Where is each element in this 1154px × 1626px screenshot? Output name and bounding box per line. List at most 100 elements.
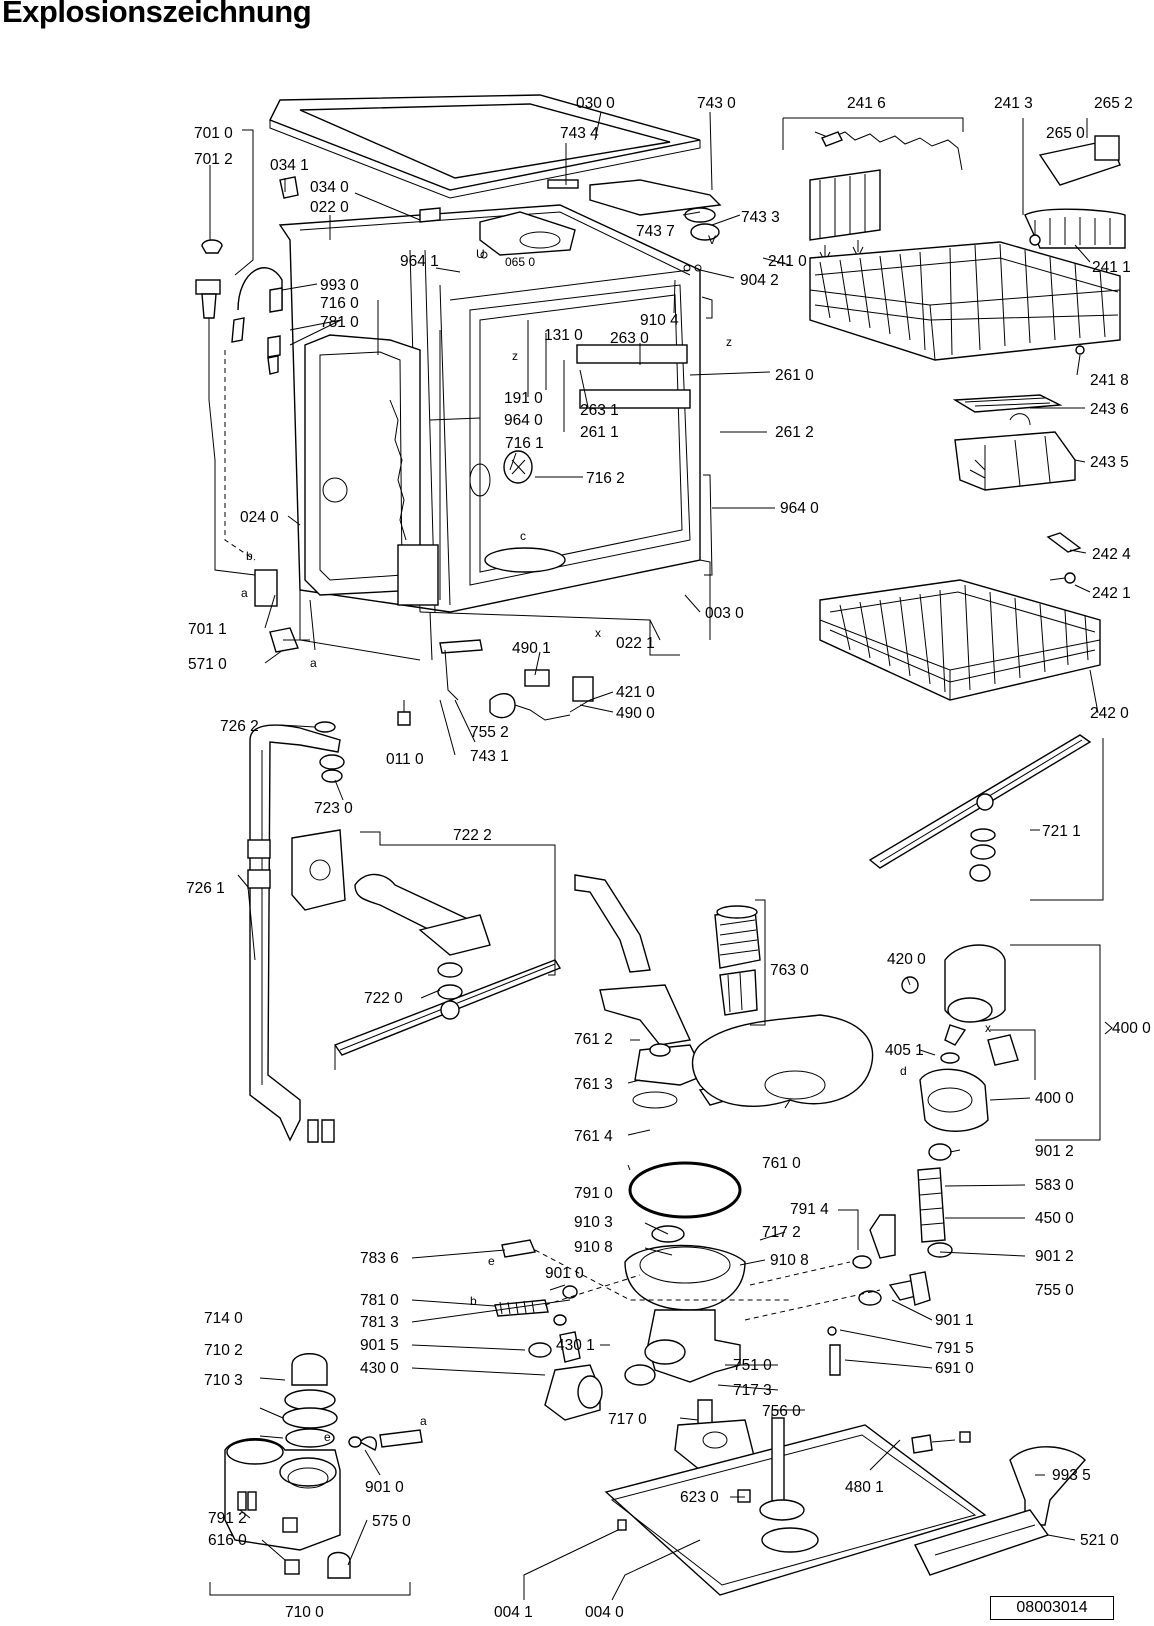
part-label-490-0: 490 0	[616, 705, 655, 722]
part-label-781-3: 781 3	[360, 1314, 399, 1331]
part-label-265-0: 265 0	[1046, 125, 1085, 142]
part-label-490-1: 490 1	[512, 640, 551, 657]
part-label-791-2: 791 2	[208, 1510, 247, 1527]
part-label-241-8: 241 8	[1090, 372, 1129, 389]
part-label-964-1: 964 1	[400, 253, 439, 270]
part-label-710-0: 710 0	[285, 1604, 324, 1621]
part-label-756-0: 756 0	[762, 1403, 801, 1420]
part-label-901-0-a: 901 0	[545, 1265, 584, 1282]
part-label-241-1: 241 1	[1092, 259, 1131, 276]
marker-e: e	[488, 1254, 495, 1268]
part-label-761-2: 761 2	[574, 1031, 613, 1048]
marker-b: b	[246, 549, 253, 563]
marker-a: a	[420, 1414, 427, 1428]
marker-a: a	[310, 656, 317, 670]
part-label-450-0: 450 0	[1035, 1210, 1074, 1227]
water-supply-tube-left	[247, 721, 345, 1143]
part-label-242-4: 242 4	[1092, 546, 1131, 563]
part-label-901-2-b: 901 2	[1035, 1248, 1074, 1265]
drain-pump-parts-bottom-cabinet	[397, 639, 594, 726]
lower-basket	[819, 532, 1101, 701]
part-label-717-2: 717 2	[762, 1224, 801, 1241]
part-label-430-1: 430 1	[556, 1337, 595, 1354]
part-label-743-4: 743 4	[560, 125, 599, 142]
part-label-004-1: 004 1	[494, 1604, 533, 1621]
part-label-743-0: 743 0	[697, 95, 736, 112]
part-label-003-0: 003 0	[705, 605, 744, 622]
basket-rail-right	[649, 296, 713, 656]
part-label-261-1: 261 1	[580, 424, 619, 441]
part-label-714-0: 714 0	[204, 1310, 243, 1327]
drain-pump	[494, 1239, 881, 1421]
part-label-783-6: 783 6	[360, 1250, 399, 1267]
part-label-743-1: 743 1	[470, 748, 509, 765]
part-label-241-3: 241 3	[994, 95, 1033, 112]
part-label-993-5: 993 5	[1052, 1467, 1091, 1484]
part-label-904-2: 904 2	[740, 272, 779, 289]
part-label-065-0: 065 0	[505, 255, 535, 269]
marker-x: x	[985, 1021, 991, 1035]
part-label-717-0: 717 0	[608, 1411, 647, 1428]
marker-x: x	[595, 626, 601, 640]
marker-z: z	[726, 335, 732, 349]
part-label-024-0: 024 0	[240, 509, 279, 526]
softener-unit	[209, 1353, 423, 1596]
part-label-743-7: 743 7	[636, 223, 675, 240]
part-label-726-1: 726 1	[186, 880, 225, 897]
part-label-261-0: 261 0	[775, 367, 814, 384]
part-label-421-0: 421 0	[616, 684, 655, 701]
part-label-480-1: 480 1	[845, 1479, 884, 1496]
part-label-265-2: 265 2	[1094, 95, 1133, 112]
part-label-701-2: 701 2	[194, 151, 233, 168]
part-label-763-0: 763 0	[770, 962, 809, 979]
marker-a: a	[241, 586, 248, 600]
part-label-701-0: 701 0	[194, 125, 233, 142]
marker-e: e	[324, 1430, 331, 1444]
part-label-034-0: 034 0	[310, 179, 349, 196]
tub-top-cover	[279, 176, 722, 272]
part-label-242-0: 242 0	[1090, 705, 1129, 722]
marker-c: c	[520, 529, 526, 543]
filter-assembly	[691, 905, 874, 1107]
part-label-901-0-b: 901 0	[365, 1479, 404, 1496]
part-label-726-2: 726 2	[220, 718, 259, 735]
part-label-755-0: 755 0	[1035, 1282, 1074, 1299]
part-label-241-0: 241 0	[768, 253, 807, 270]
part-label-420-0: 420 0	[887, 951, 926, 968]
marker-b: b	[470, 1294, 477, 1308]
part-label-243-6: 243 6	[1090, 401, 1129, 418]
part-label-761-3: 761 3	[574, 1076, 613, 1093]
part-label-623-0: 623 0	[680, 1489, 719, 1506]
part-label-901-5: 901 5	[360, 1337, 399, 1354]
marker-d: d	[900, 1064, 907, 1078]
part-label-761-0: 761 0	[762, 1155, 801, 1172]
part-label-400-0-b: 400 0	[1035, 1090, 1074, 1107]
part-label-722-0: 722 0	[364, 990, 403, 1007]
heater-and-hoses	[827, 1143, 953, 1376]
part-label-263-0: 263 0	[610, 330, 649, 347]
part-label-755-2: 755 2	[470, 724, 509, 741]
part-label-751-0: 751 0	[733, 1357, 772, 1374]
connection-markers: z z c x x b a a a d e e b U V	[241, 233, 991, 1444]
part-label-716-1: 716 1	[505, 435, 544, 452]
page-title: Explosionszeichnung	[2, 0, 312, 29]
middle-spray-arm	[291, 829, 562, 1070]
part-label-716-0: 716 0	[320, 295, 359, 312]
part-label-521-0: 521 0	[1080, 1532, 1119, 1549]
part-label-964-0-a: 964 0	[504, 412, 543, 429]
water-inlet-hoses	[195, 239, 310, 653]
cabinet-frame	[278, 204, 713, 661]
part-label-723-0: 723 0	[314, 800, 353, 817]
part-label-722-2: 722 2	[453, 827, 492, 844]
part-label-575-0: 575 0	[372, 1513, 411, 1530]
part-label-993-0: 993 0	[320, 277, 359, 294]
part-label-743-3: 743 3	[741, 209, 780, 226]
part-label-691-0: 691 0	[935, 1360, 974, 1377]
part-label-901-1: 901 1	[935, 1312, 974, 1329]
part-label-261-2: 261 2	[775, 424, 814, 441]
part-label-964-0-b: 964 0	[780, 500, 819, 517]
part-label-022-1: 022 1	[616, 635, 655, 652]
part-label-571-0: 571 0	[188, 656, 227, 673]
part-label-263-1: 263 1	[580, 402, 619, 419]
